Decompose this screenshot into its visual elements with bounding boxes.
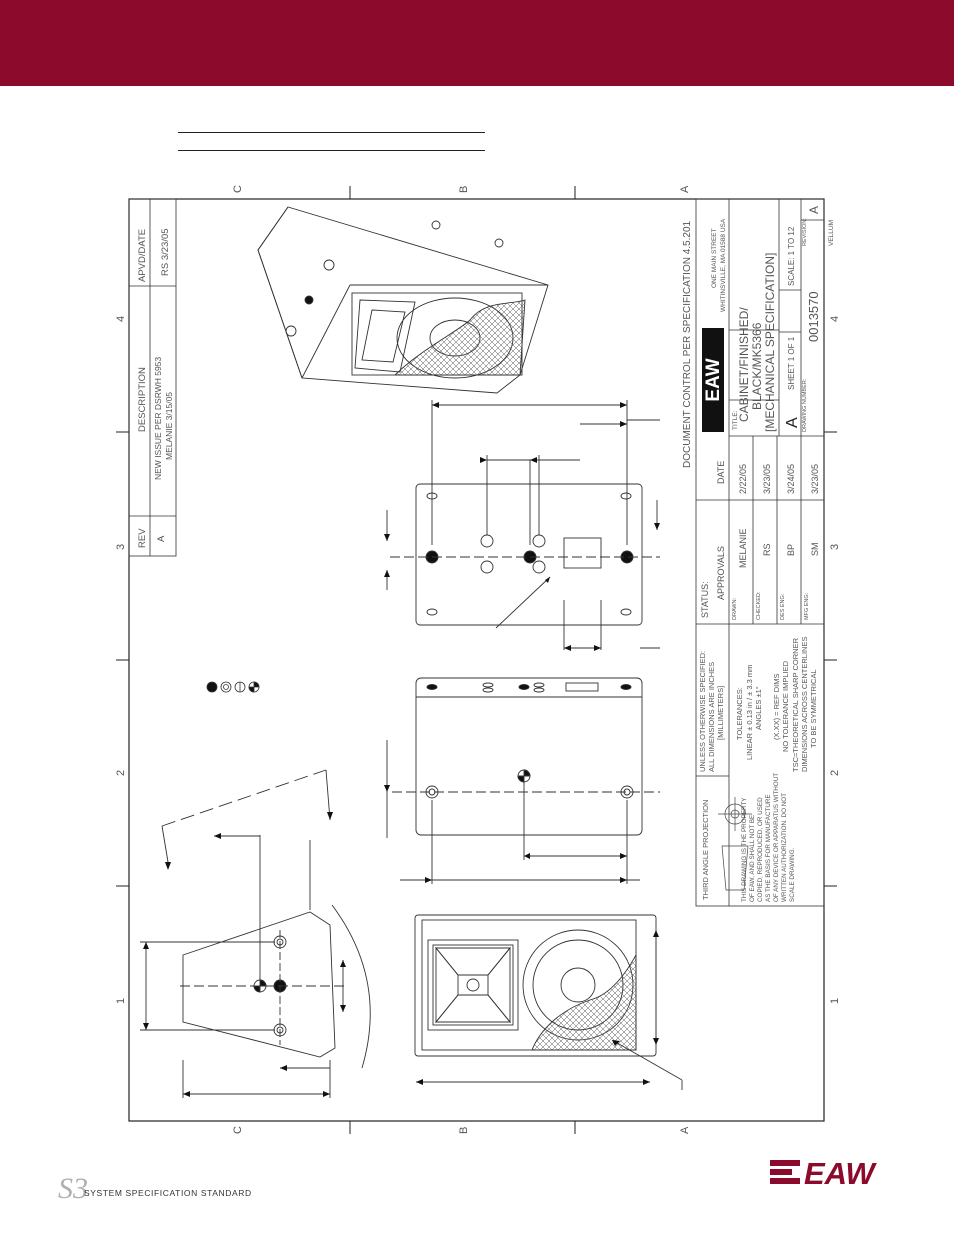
- bottom-view: [386, 677, 660, 884]
- approvals-header: APPROVALS: [716, 546, 726, 600]
- grid-number-3-right: 3: [829, 544, 841, 550]
- projection-label: THIRD ANGLE PROJECTION: [701, 800, 710, 900]
- status-label: STATUS:: [700, 581, 710, 618]
- note-line: UNLESS OTHERWISE SPECIFIED:: [698, 651, 707, 772]
- mfg-eng-date: 3/23/05: [810, 464, 820, 494]
- drawn-role: DRAWN:: [732, 597, 738, 620]
- s3-logo: S3: [58, 1172, 88, 1205]
- grid-letter-b-bottom: B: [458, 1127, 470, 1134]
- title-line1: CABINET/FINISHED/: [737, 307, 751, 422]
- revision-letter: A: [807, 206, 821, 214]
- system-specification-standard-text: SYSTEM SPECIFICATION STANDARD: [84, 1188, 252, 1198]
- rev-row-desc1: NEW ISSUE PER DSRWH 5953: [153, 357, 163, 480]
- note-line: LINEAR ± 0.13 in / ± 3.3 mm: [745, 665, 754, 760]
- note-line: [MILLIMETERS]: [716, 686, 725, 740]
- grid-number-1-right: 1: [829, 998, 841, 1004]
- mfg-eng-name: SM: [810, 543, 820, 557]
- size-letter: A: [784, 417, 801, 428]
- checked-date: 3/23/05: [762, 464, 772, 494]
- title-label: TITLE:: [732, 410, 739, 430]
- property-line: WRITTEN AUTHORIZATION. DO NOT: [781, 793, 788, 902]
- checked-name: RS: [762, 543, 772, 556]
- note-line: ANGLES ±1°: [754, 686, 763, 730]
- date-header: DATE: [716, 461, 726, 484]
- revision-block: [128, 198, 177, 557]
- projection-symbol: [718, 797, 752, 891]
- eaw-logo-text: EAW: [804, 1156, 877, 1188]
- grid-letter-a-top: A: [679, 185, 691, 193]
- svg-text:EAW: EAW: [703, 358, 724, 401]
- title-line2: BLACK/MK5366: [750, 322, 764, 410]
- header-bar: [0, 0, 954, 86]
- vellum-text: VELLUM: [828, 220, 835, 246]
- property-line: COPIED, REPRODUCED, OR USED: [757, 797, 764, 902]
- note-line: NO TOLERANCE IMPLIED: [781, 660, 790, 752]
- heading-rule-bottom: [178, 150, 485, 151]
- title-block: [695, 198, 825, 907]
- rev-header-description: DESCRIPTION: [137, 367, 148, 432]
- note-line: TOLERANCES:: [735, 687, 744, 740]
- revision-label: REVISION:: [802, 218, 808, 246]
- checked-role: CHECKED:: [756, 591, 762, 620]
- front-view: [414, 914, 683, 1090]
- note-line: TSC=THEORETICAL SHARP CORNER: [791, 637, 800, 772]
- drawing-number: 0013570: [806, 291, 821, 342]
- address-line2: WHITINSVILLE, MA 01588 USA: [720, 218, 727, 312]
- note-line: (X.XX) = REF DIMS: [772, 674, 781, 740]
- dimension-arrows: [143, 402, 660, 1097]
- grid-letter-c-top: C: [232, 185, 244, 193]
- grid-number-2-right: 2: [829, 770, 841, 776]
- grid-number-4-left: 4: [115, 316, 127, 322]
- des-eng-role: DES ENG:: [780, 593, 786, 620]
- des-eng-date: 3/24/05: [786, 464, 796, 494]
- grid-number-4-right: 4: [829, 316, 841, 322]
- scale-text: SCALE: 1 TO 12: [787, 226, 796, 286]
- grid-ticks: [116, 186, 837, 1134]
- grid-letter-a-bottom: A: [679, 1126, 691, 1134]
- grid-letter-c-bottom: C: [232, 1126, 244, 1134]
- note-line: ALL DIMENSIONS ARE INCHES: [707, 662, 716, 772]
- rev-row-desc2: MELANIE 3/15/05: [164, 392, 174, 460]
- address-line1: ONE MAIN STREET: [711, 228, 718, 288]
- drawn-name: MELANIE: [738, 528, 748, 568]
- property-line: OF ANY DEVICE OR APPARATUS WITHOUT: [773, 773, 780, 902]
- grid-number-2-left: 2: [115, 770, 127, 776]
- sheet-text: SHEET 1 OF 1: [787, 336, 796, 390]
- side-view: [140, 769, 371, 1098]
- isometric-view: [257, 206, 549, 394]
- rev-header-apvd-date: APVD/DATE: [137, 229, 148, 282]
- grid-letter-b-top: B: [458, 186, 470, 193]
- grid-number-3-left: 3: [115, 544, 127, 550]
- property-line: AS THE BASIS FOR MANUFACTURE: [765, 794, 772, 902]
- title-line3: [MECHANICAL SPECIFICATION]: [763, 253, 777, 432]
- rev-row-rev: A: [156, 535, 167, 542]
- note-line: TO BE SYMMETRICAL: [809, 669, 818, 748]
- s3-logo-mark: S3: [58, 1172, 88, 1205]
- grid-number-1-left: 1: [115, 998, 127, 1004]
- property-line: OF EAW, AND SHALL NOT BE: [749, 815, 756, 902]
- property-line: SCALE DRAWING.: [789, 847, 796, 902]
- drawing-number-label: DRAWING NUMBER:: [802, 378, 808, 432]
- note-line: DIMENSIONS ACROSS CENTERLINES: [800, 637, 809, 772]
- property-line: THIS DRAWING IS THE PROPERTY: [741, 797, 748, 902]
- des-eng-name: BP: [786, 544, 796, 556]
- rear-view: [386, 400, 660, 650]
- rev-header-rev: REV: [137, 528, 148, 548]
- heading-rule-top: [178, 132, 485, 133]
- symbol-legend: [206, 681, 260, 693]
- eaw-logo: EAW: [770, 1156, 877, 1188]
- drawn-date: 2/22/05: [738, 464, 748, 494]
- title-block-eaw-logo: EAW: [702, 328, 724, 432]
- doc-control-text: DOCUMENT CONTROL PER SPECIFICATION 4.5.2…: [682, 220, 693, 468]
- rev-row-apvd: RS 3/23/05: [160, 228, 171, 276]
- mfg-eng-role: MFG ENG:: [804, 592, 810, 620]
